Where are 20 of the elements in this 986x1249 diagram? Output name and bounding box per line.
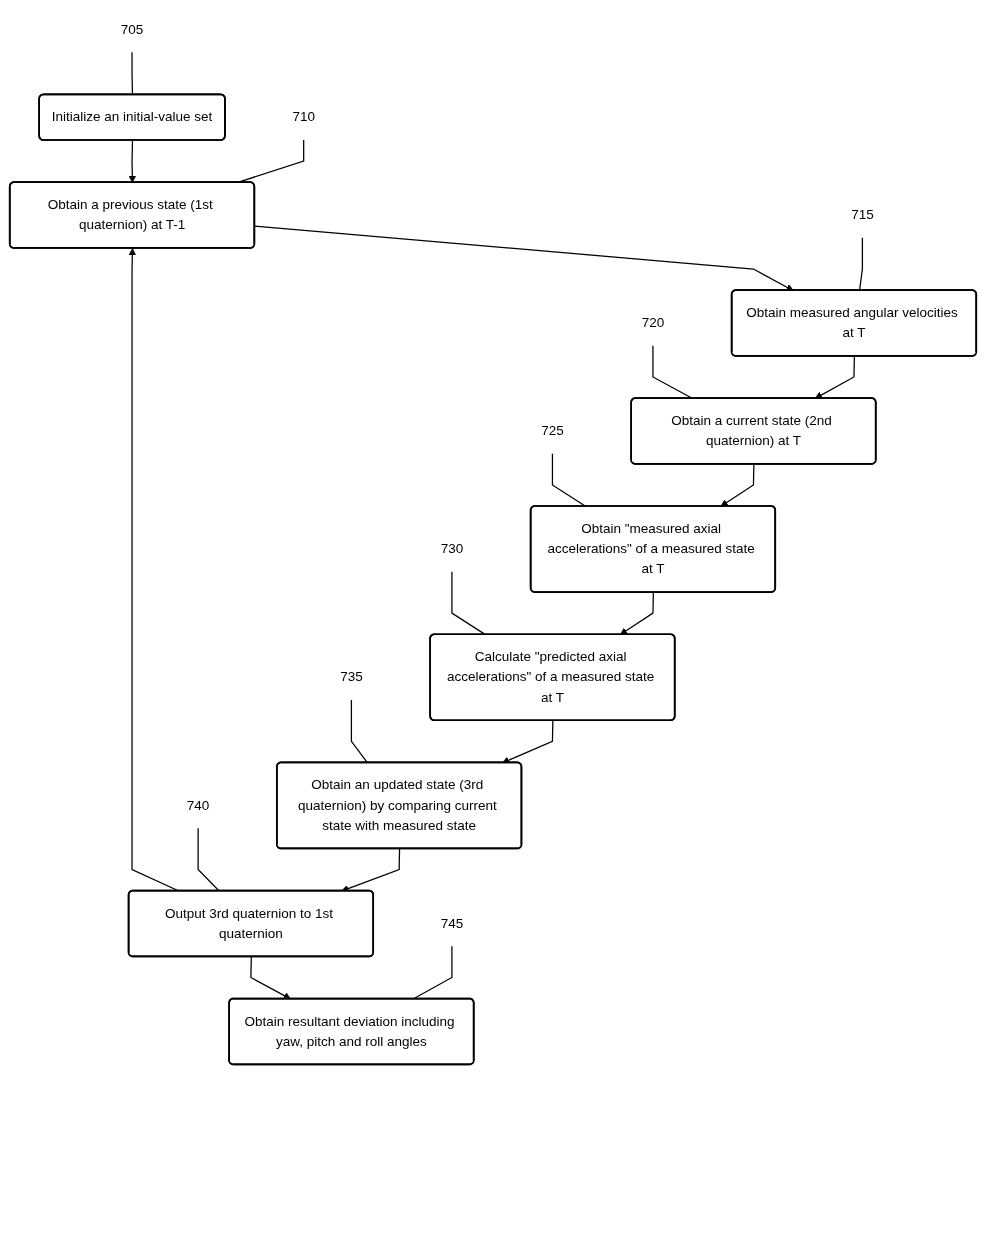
arrow <box>502 720 554 764</box>
arrow <box>128 139 137 183</box>
connector <box>131 51 134 96</box>
node-text: 710 <box>292 109 315 124</box>
node-text: 705 <box>120 21 144 37</box>
node-text: 730 <box>440 541 464 556</box>
arrow <box>720 463 755 507</box>
node-text: 735 <box>340 669 363 684</box>
arrow <box>250 956 291 1000</box>
connector <box>350 699 369 764</box>
arrow <box>254 225 794 291</box>
node-text: 715 <box>851 207 874 222</box>
node-text: 740 <box>186 797 210 813</box>
connector <box>858 237 864 292</box>
arrow <box>814 355 855 399</box>
connector <box>197 827 220 892</box>
node-text: 720 <box>641 315 665 330</box>
node-text: 745 <box>440 915 464 931</box>
arrow <box>619 591 654 635</box>
node-text: 725 <box>541 423 564 438</box>
